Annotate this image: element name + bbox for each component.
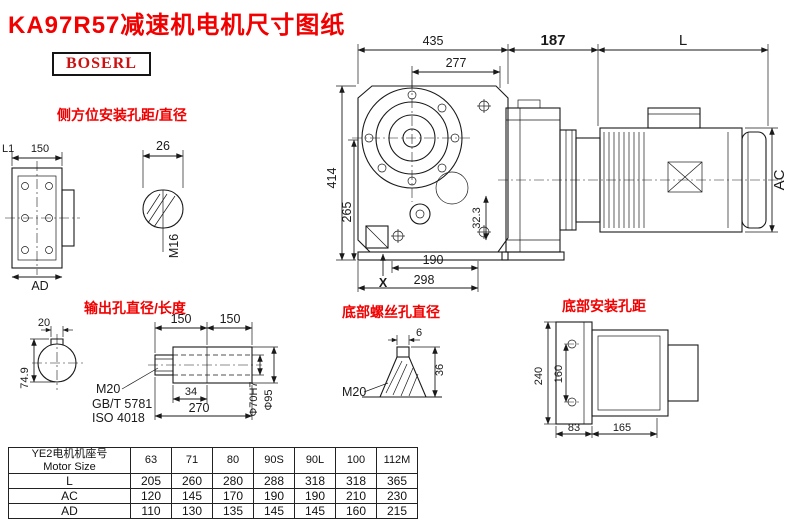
- table-row-AC: AC 120 145 170 190 190 210 230: [8, 488, 418, 505]
- dim-screw-top: 6: [416, 327, 422, 339]
- dim-hub-dia: Φ95: [263, 389, 275, 410]
- table-row-AD: AD 110 130 135 145 145 160 215: [8, 503, 418, 520]
- table-row-L: L 205 260 280 288 318 318 365: [8, 473, 418, 490]
- dim-keyway-width: 20: [38, 317, 50, 329]
- table-header-motor-size: YE2电机机座号 Motor Size: [8, 446, 131, 475]
- side-flange-view: 150 L1 AD: [2, 143, 80, 293]
- bottom-mount-view: 240 160 83 165: [533, 321, 699, 438]
- dim-motor-length: L: [679, 32, 687, 49]
- size-col-112m: 112M: [376, 446, 418, 475]
- front-height-dims: 414 265: [325, 85, 358, 261]
- size-col-90l: 90L: [294, 446, 336, 475]
- motor-diameter-dim: AC: [745, 127, 788, 233]
- dim-shaft-len-b: 150: [220, 312, 241, 326]
- dim-flange-l1: L1: [2, 143, 14, 155]
- dim-adapter-width: 187: [540, 32, 565, 49]
- dim-foot-offset: 32.3: [471, 207, 483, 228]
- dim-hole-spacing-h: 165: [613, 422, 631, 434]
- dim-inner-width: 277: [446, 56, 467, 70]
- dim-side-thread: M16: [167, 234, 181, 258]
- technical-drawing: 侧方位安装孔距/直径 输出孔直径/长度 底部螺丝孔直径 底部安装孔距 435 1…: [2, 32, 788, 438]
- dim-screw-thread: M20: [342, 385, 366, 399]
- dim-side-shaft-dia: 26: [156, 139, 170, 153]
- dim-motor-dia: AC: [771, 169, 788, 190]
- dim-bore-dia: Φ70H7: [248, 381, 260, 416]
- dim-x-mark: X: [379, 276, 388, 290]
- page-title: KA97R57减速机电机尺寸图纸: [8, 12, 346, 39]
- dim-output-height: 265: [340, 202, 354, 223]
- motor-size-table: YE2电机机座号 Motor Size 63 71 80 90S 90L 100…: [8, 446, 418, 520]
- dim-flange-ad: AD: [31, 279, 48, 293]
- motor-view: [599, 107, 767, 233]
- dim-base-height: 240: [533, 367, 545, 385]
- size-col-100: 100: [335, 446, 377, 475]
- table-header-row: YE2电机机座号 Motor Size 63 71 80 90S 90L 100…: [8, 446, 418, 475]
- size-col-90s: 90S: [253, 446, 295, 475]
- dim-base-width: 298: [414, 273, 435, 287]
- size-col-63: 63: [130, 446, 172, 475]
- dim-total-height: 414: [325, 168, 339, 189]
- terminal-box: [365, 225, 389, 249]
- side-shaft-detail: 26 M16: [142, 139, 184, 258]
- size-col-71: 71: [171, 446, 213, 475]
- dim-hole-offset: 83: [568, 422, 580, 434]
- brand-logo: BOSERL: [52, 52, 151, 76]
- label-output-hole: 输出孔直径/长度: [84, 300, 187, 316]
- dim-output-thread: M20: [96, 382, 120, 396]
- terminal-box-side: [647, 107, 701, 129]
- std-gb: GB/T 5781: [92, 397, 152, 411]
- table-header-cn: YE2电机机座号: [31, 448, 108, 460]
- dim-flange-width: 150: [31, 143, 49, 155]
- dim-screw-height: 36: [434, 364, 446, 376]
- std-iso: ISO 4018: [92, 411, 145, 425]
- dim-bore-key-height: 74.9: [19, 367, 31, 388]
- nameplate: [667, 161, 703, 193]
- bottom-screw-detail: 6 36 M20: [342, 327, 446, 399]
- table-header-en: Motor Size: [43, 460, 96, 473]
- dim-shaft-len-a: 150: [171, 312, 192, 326]
- gearbox-front-view: 32.3 X 190 298: [352, 80, 509, 292]
- dim-foot-spacing: 190: [423, 253, 444, 267]
- dim-total-width: 435: [423, 34, 444, 48]
- label-bottom-screw: 底部螺丝孔直径: [342, 304, 440, 320]
- dim-key-length: 34: [185, 386, 197, 398]
- dim-hole-spacing-v: 160: [553, 365, 565, 383]
- label-side-mount: 侧方位安装孔距/直径: [57, 107, 187, 123]
- top-dimension-chain: 435 187 L 277: [357, 32, 769, 126]
- output-shaft-detail: 20 74.9 150 150 M20 GB/T 5781 ISO 4018: [19, 312, 278, 425]
- dim-shaft-total-len: 270: [189, 401, 210, 415]
- label-bottom-mount: 底部安装孔距: [562, 298, 646, 314]
- size-col-80: 80: [212, 446, 254, 475]
